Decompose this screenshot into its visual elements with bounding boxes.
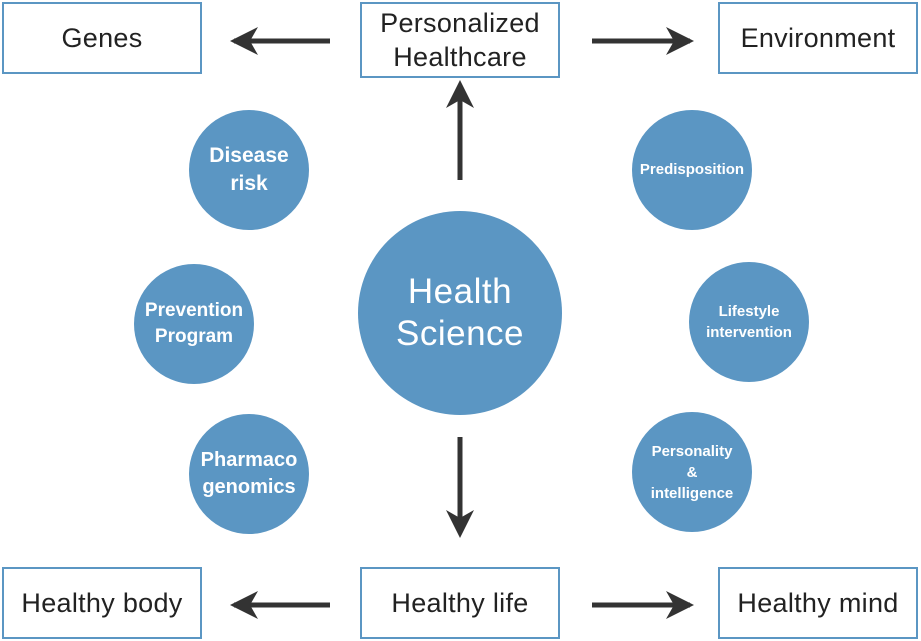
arrowhead-healthy-mind — [666, 591, 694, 619]
circle-lifestyle-line1: Lifestyle — [718, 303, 780, 320]
circle-personality-line3: intelligence — [650, 484, 734, 502]
circle-disease-risk: Disease risk — [189, 110, 309, 230]
circle-pharmaco-line2: genomics — [202, 476, 296, 498]
circle-prevention-program: Prevention Program — [134, 264, 254, 384]
box-healthy-body-label: Healthy body — [21, 588, 183, 618]
arrowhead-personalized — [446, 80, 474, 108]
box-personalized-healthcare: Personalized Healthcare — [360, 2, 560, 78]
box-healthy-body: Healthy body — [2, 567, 202, 639]
box-personalized-line1: Personalized — [380, 8, 540, 38]
circle-prevention-line2: Program — [154, 326, 234, 347]
box-genes: Genes — [2, 2, 202, 74]
center-label-line2: Science — [395, 314, 525, 353]
arrowhead-environment — [666, 27, 694, 55]
box-healthy-life: Healthy life — [360, 567, 560, 639]
box-healthy-life-label: Healthy life — [391, 588, 529, 618]
box-personalized-line2: Healthcare — [393, 42, 527, 72]
circle-personality-intelligence: Personality & intelligence — [632, 412, 752, 532]
circle-prevention-line1: Prevention — [144, 300, 244, 321]
circle-lifestyle-intervention: Lifestyle intervention — [689, 262, 809, 382]
box-environment: Environment — [718, 2, 918, 74]
arrowhead-healthy-life — [446, 510, 474, 538]
circle-disease-risk-line1: Disease — [209, 144, 289, 167]
circle-pharmaco-line1: Pharmaco — [200, 449, 298, 471]
box-healthy-mind-label: Healthy mind — [737, 588, 899, 618]
box-environment-label: Environment — [740, 23, 896, 53]
circle-personality-line1: Personality — [651, 442, 733, 460]
center-circle-health-science: Health Science — [358, 211, 562, 415]
box-genes-label: Genes — [61, 23, 143, 53]
circle-pharmacogenomics: Pharmaco genomics — [189, 414, 309, 534]
box-healthy-mind: Healthy mind — [718, 567, 918, 639]
circle-predisposition: Predisposition — [632, 110, 752, 230]
center-label-line1: Health — [407, 272, 513, 311]
arrowhead-genes — [230, 27, 258, 55]
arrowhead-healthy-body — [230, 591, 258, 619]
circle-disease-risk-line2: risk — [230, 172, 268, 195]
circle-personality-line2: & — [686, 463, 698, 481]
circle-predisposition-line1: Predisposition — [639, 161, 745, 178]
circle-lifestyle-line2: intervention — [706, 324, 792, 341]
